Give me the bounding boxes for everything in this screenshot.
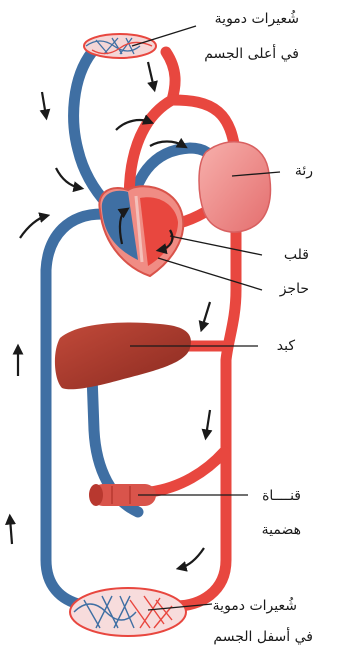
label-upper-capillaries: شُعيرات دموية [215, 10, 299, 28]
label-lower-capillaries-location: في أسفل الجسم [213, 628, 313, 646]
label-lung: رئة [295, 162, 313, 180]
lower-capillary-bed [70, 588, 186, 636]
lung [199, 142, 270, 232]
liver [55, 323, 191, 390]
label-digestive-tract: هضمية [262, 521, 301, 539]
label-digestive: قنــــاة [262, 487, 301, 505]
label-heart: قلب [284, 246, 309, 264]
upper-capillary-bed [84, 34, 156, 58]
label-liver: كبد [277, 337, 295, 355]
label-septum: حاجز [280, 280, 309, 298]
label-upper-capillaries-location: في أعلى الجسم [204, 45, 299, 63]
label-lower-capillaries: شُعيرات دموية [213, 597, 297, 615]
